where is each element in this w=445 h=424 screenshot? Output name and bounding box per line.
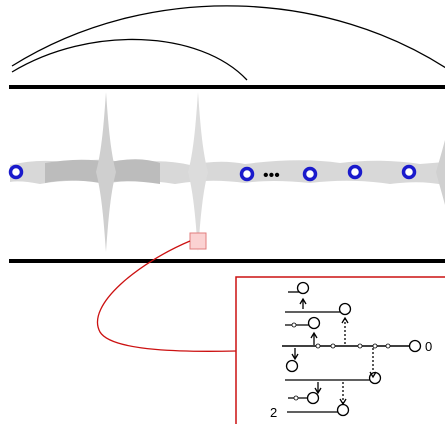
inset-schematic: [282, 281, 422, 417]
small-arc: [11, 38, 248, 81]
state-circle: [336, 403, 350, 417]
node: [302, 166, 318, 182]
ellipsis: •••: [263, 167, 280, 184]
large-arc: [11, 5, 445, 69]
spike-2: [188, 92, 208, 252]
state-circle: [408, 339, 422, 353]
inset-label-bottom: 2: [270, 405, 277, 420]
node: [239, 166, 255, 182]
spike-1: [96, 92, 116, 252]
highlight-square: [189, 232, 207, 250]
callout-curve: [97, 240, 237, 352]
node: [347, 164, 363, 180]
state-circle: [338, 302, 352, 316]
node: [401, 164, 417, 180]
band-nodes: [8, 164, 417, 182]
node: [8, 164, 24, 180]
state-circle: [296, 281, 310, 295]
inset-box: [235, 276, 445, 424]
inset-label-right: 0: [425, 339, 432, 354]
state-circle: [307, 316, 321, 330]
state-circle: [306, 391, 320, 405]
spike-3-partial: [436, 140, 445, 205]
state-circle: [285, 359, 299, 373]
